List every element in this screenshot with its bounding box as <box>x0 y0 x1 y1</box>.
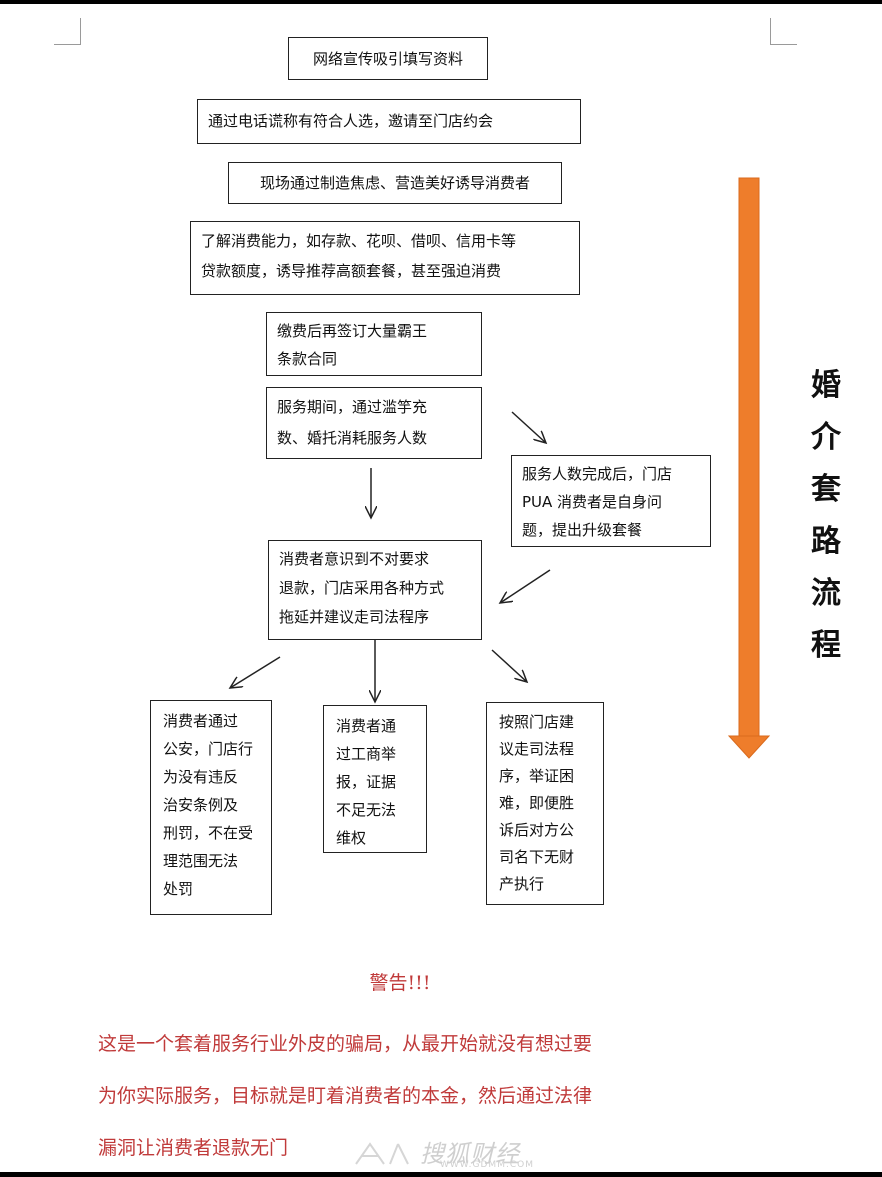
flow-step-4: 了解消费能力，如存款、花呗、借呗、信用卡等 贷款额度，诱导推荐高额套餐，甚至强迫… <box>190 221 580 295</box>
watermark-url: WWW.GDMM.COM <box>440 1160 534 1170</box>
flow-step-1: 网络宣传吸引填写资料 <box>288 37 488 80</box>
flow-step-7: 服务人数完成后，门店 PUA 消费者是自身问 题，提出升级套餐 <box>511 455 711 547</box>
flow-step-5: 缴费后再签订大量霸王 条款合同 <box>266 312 482 376</box>
corner-mark-left <box>54 18 81 45</box>
watermark-logo <box>355 1142 409 1165</box>
flow-step-8: 消费者意识到不对要求 退款，门店采用各种方式 拖延并建议走司法程序 <box>268 540 482 640</box>
corner-mark-right <box>770 18 797 45</box>
flow-step-2: 通过电话谎称有符合人选，邀请至门店约会 <box>197 99 581 144</box>
bottom-border <box>0 1172 882 1177</box>
flow-step-6: 服务期间，通过滥竽充 数、婚托消耗服务人数 <box>266 387 482 459</box>
arrow-to-right-branch <box>491 649 527 682</box>
branch-commerce: 消费者通 过工商举 报，证据 不足无法 维权 <box>323 705 427 853</box>
orange-arrow-head <box>727 735 771 759</box>
arrow-to-left-branch <box>230 656 281 688</box>
warning-text: 这是一个套着服务行业外皮的骗局，从最开始就没有想过要 为你实际服务，目标就是盯着… <box>98 1033 593 1159</box>
orange-arrow-shaft <box>738 177 760 739</box>
watermark-text: 搜狐财经 <box>420 1140 520 1168</box>
branch-judicial: 按照门店建 议走司法程 序，举证困 难，即便胜 诉后对方公 司名下无财 产执行 <box>486 702 604 905</box>
branch-police: 消费者通过 公安，门店行 为没有违反 治安条例及 刑罚，不在受 理范围无法 处罚 <box>150 700 272 915</box>
warning-title: 警告!!! <box>369 972 431 994</box>
top-border <box>0 0 882 4</box>
arrow-to-step7 <box>511 411 546 443</box>
flow-step-3: 现场通过制造焦虑、营造美好诱导消费者 <box>228 162 562 204</box>
side-title: 婚 介 套 路 流 程 <box>811 368 841 663</box>
arrow-step7-to-step8 <box>500 569 551 603</box>
